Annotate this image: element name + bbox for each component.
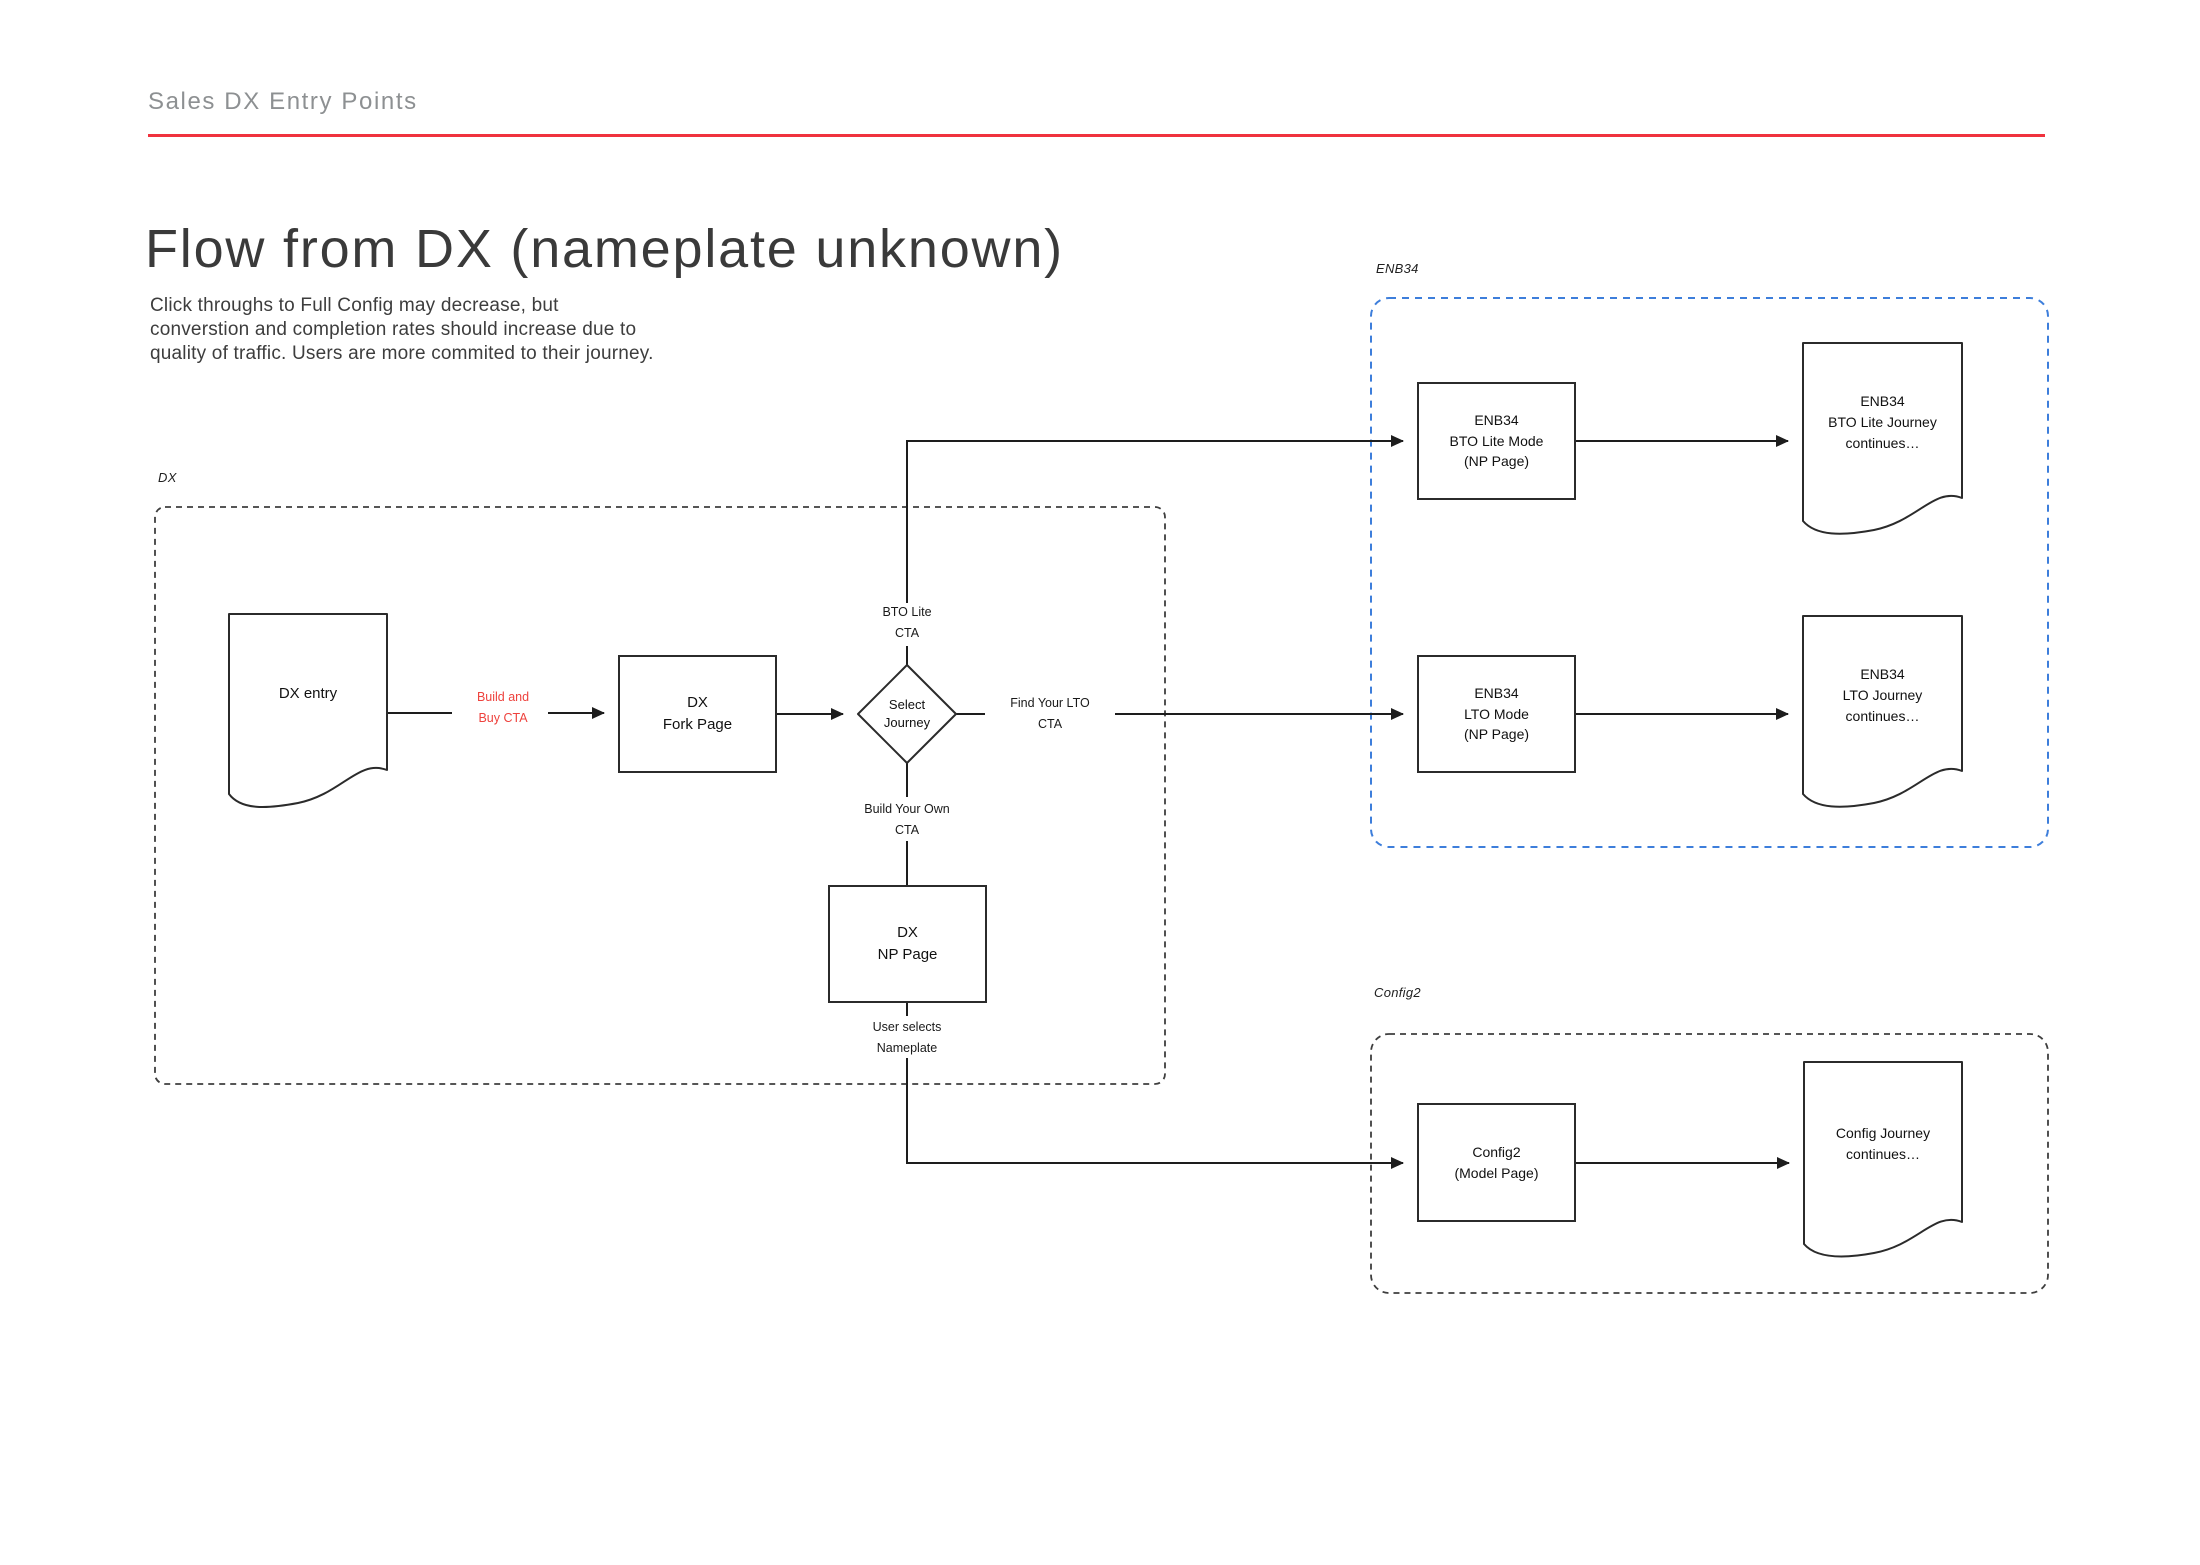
dx-container-label: DX	[158, 470, 177, 485]
node-label: ENB34	[1474, 685, 1519, 702]
node-label: (NP Page)	[1463, 726, 1530, 743]
connector-diamond-btolitemode	[906, 435, 1404, 603]
node-label: DX	[897, 924, 918, 941]
node-label: continues…	[1845, 434, 1920, 451]
description-line: Click throughs to Full Config may decrea…	[150, 295, 559, 316]
node-dx-fork-page: DX Fork Page	[618, 655, 777, 773]
node-dx-np-page: DX NP Page	[828, 885, 987, 1003]
node-label: Select	[888, 697, 926, 712]
decision-diamond-shape	[857, 664, 957, 764]
node-enb34-bto-lite-journey: ENB34 BTO Lite Journey continues…	[1802, 342, 1963, 538]
node-select-journey: Select Journey	[856, 663, 958, 765]
document-shape	[228, 613, 388, 808]
edge-label-build-and-buy-cta: Build and Buy CTA	[476, 690, 530, 725]
edge-label-bto-lite-cta: BTO Lite CTA	[882, 605, 932, 640]
node-label: LTO Mode	[1464, 705, 1529, 722]
document-shape	[1802, 615, 1963, 808]
node-label: (Model Page)	[1454, 1164, 1539, 1181]
node-label: Config2	[1472, 1144, 1521, 1160]
page-title: Flow from DX (nameplate unknown)	[145, 219, 1064, 279]
node-label: Journey	[883, 715, 931, 730]
node-label: DX	[687, 694, 708, 711]
edge-label-user-selects-nameplate: User selects Nameplate	[872, 1020, 942, 1055]
document-shape	[1802, 342, 1963, 535]
node-label: BTO Lite Mode	[1449, 432, 1544, 449]
node-config2-model-page: Config2 (Model Page)	[1417, 1103, 1576, 1222]
node-label: continues…	[1845, 707, 1920, 724]
node-dx-entry: DX entry	[228, 613, 388, 813]
connector-userlabel-config2	[906, 1058, 1404, 1169]
page-description: Click throughs to Full Config may decrea…	[150, 294, 654, 366]
node-config-journey: Config Journey continues…	[1803, 1061, 1963, 1259]
description-line: converstion and completion rates should …	[150, 319, 637, 340]
node-label: (NP Page)	[1463, 453, 1530, 470]
node-label: Fork Page	[662, 716, 733, 733]
node-label: ENB34	[1860, 392, 1905, 409]
enb34-container-label: ENB34	[1376, 261, 1419, 276]
node-label: BTO Lite Journey	[1828, 413, 1937, 430]
node-label: LTO Journey	[1842, 686, 1923, 703]
edge-label-find-your-lto-cta: Find Your LTO CTA	[985, 693, 1115, 735]
description-line: quality of traffic. Users are more commi…	[150, 343, 654, 364]
node-enb34-bto-lite-mode: ENB34 BTO Lite Mode (NP Page)	[1417, 382, 1576, 500]
node-label: ENB34	[1860, 665, 1905, 682]
document-shape	[1803, 1061, 1963, 1258]
node-label: NP Page	[877, 946, 938, 963]
node-label: DX entry	[278, 684, 338, 702]
node-enb34-lto-mode: ENB34 LTO Mode (NP Page)	[1417, 655, 1576, 773]
config2-container-label: Config2	[1374, 985, 1421, 1000]
edge-label-build-your-own-cta: Build Your Own CTA	[864, 802, 950, 837]
node-enb34-lto-journey: ENB34 LTO Journey continues…	[1802, 615, 1963, 811]
page-eyebrow: Sales DX Entry Points	[148, 88, 418, 115]
header-red-rule	[148, 134, 2045, 137]
node-label: ENB34	[1474, 412, 1519, 429]
node-label: Config Journey	[1835, 1124, 1931, 1141]
node-label: continues…	[1846, 1145, 1920, 1162]
